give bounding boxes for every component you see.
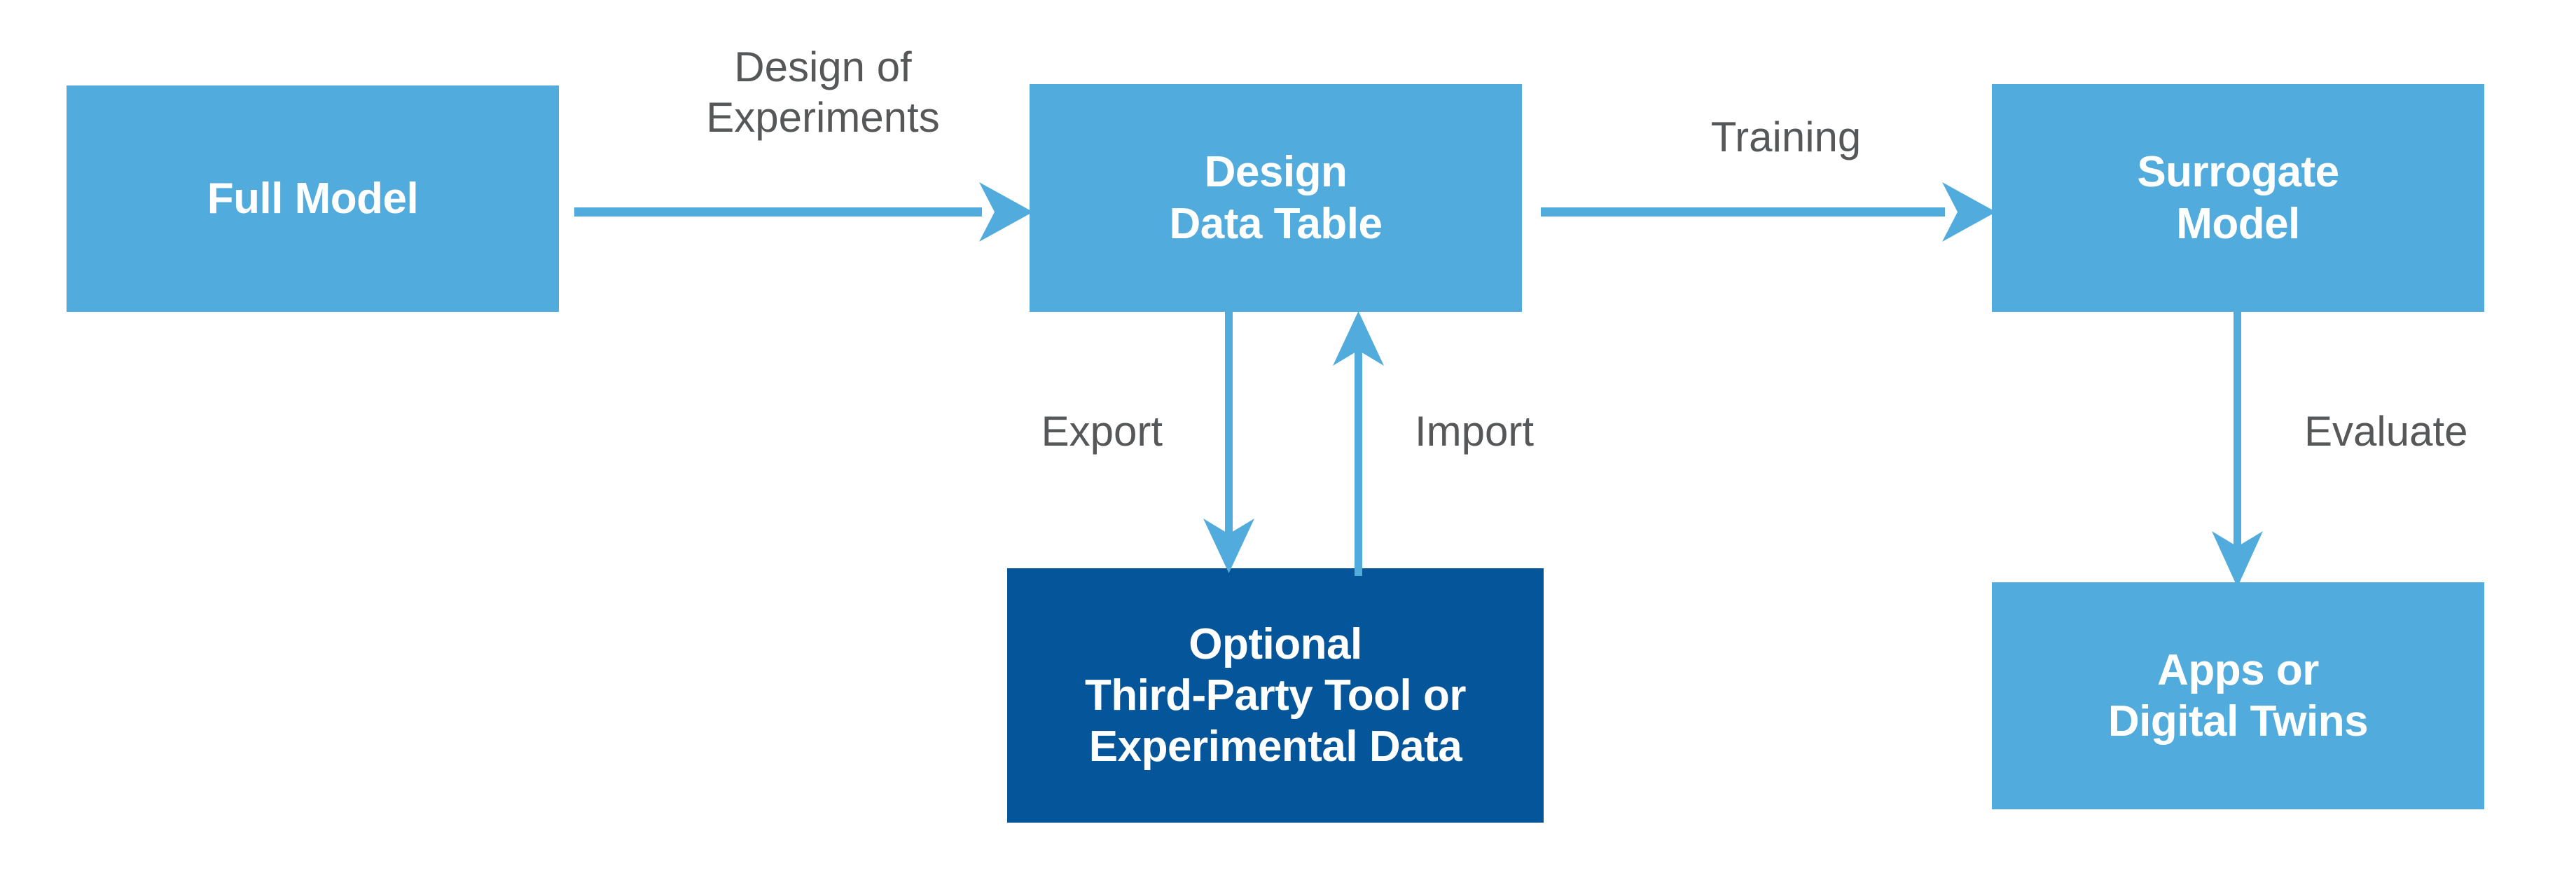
node-surrogate-model[interactable]: Surrogate Model — [1992, 84, 2484, 312]
node-optional-third-party-tool[interactable]: Optional Third-Party Tool or Experimenta… — [1007, 568, 1544, 823]
node-surrogate-model-label: Surrogate Model — [2137, 148, 2339, 248]
arrow-import — [1313, 308, 1404, 576]
node-apps-or-digital-twins[interactable]: Apps or Digital Twins — [1992, 582, 2484, 809]
arrow-up-icon — [1333, 311, 1384, 576]
edge-label-training: Training — [1710, 114, 1862, 160]
node-design-data-table[interactable]: Design Data Table — [1030, 84, 1522, 312]
node-design-data-table-label: Design Data Table — [1169, 148, 1383, 248]
arrow-design-of-experiments — [574, 167, 1037, 258]
arrow-down-icon — [1203, 308, 1254, 573]
edge-label-design-of-experiments: Design of Experiments — [706, 43, 940, 141]
node-optional-third-party-tool-label: Optional Third-Party Tool or Experimenta… — [1085, 619, 1466, 771]
arrow-training — [1541, 167, 2000, 258]
edge-label-export: Export — [1041, 408, 1163, 455]
arrow-down-icon — [2212, 308, 2263, 587]
arrow-export — [1184, 308, 1275, 576]
node-full-model-label: Full Model — [207, 174, 419, 223]
arrow-evaluate — [2192, 308, 2283, 590]
node-apps-or-digital-twins-label: Apps or Digital Twins — [2107, 645, 2369, 746]
arrow-right-icon — [1541, 182, 1996, 242]
edge-label-evaluate: Evaluate — [2304, 408, 2468, 455]
node-full-model[interactable]: Full Model — [67, 85, 559, 312]
edge-label-import: Import — [1415, 408, 1535, 455]
arrow-right-icon — [574, 182, 1033, 242]
